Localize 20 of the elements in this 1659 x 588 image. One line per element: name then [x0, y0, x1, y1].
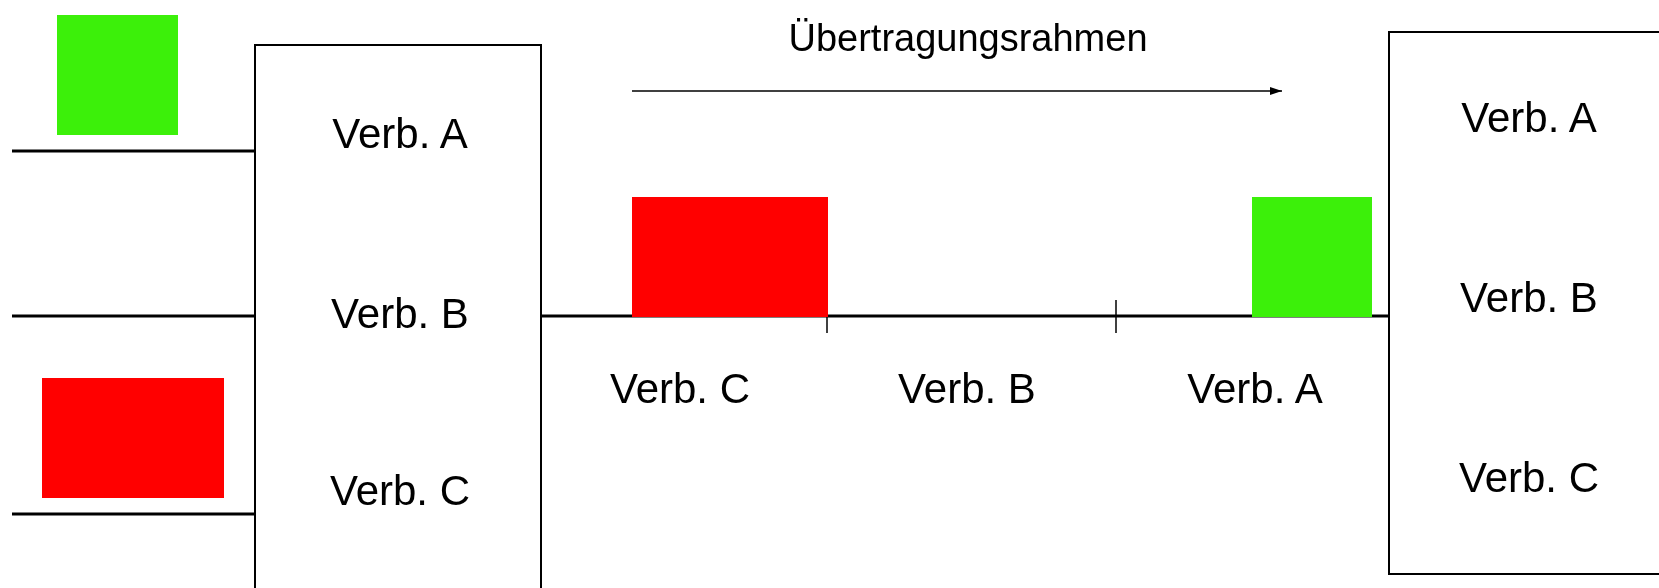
- data-block: [42, 378, 224, 498]
- connection-line: [12, 512, 254, 516]
- channel-label: Verb. B: [1460, 277, 1598, 319]
- slot-label: Verb. B: [898, 368, 1036, 410]
- data-block: [57, 15, 178, 135]
- slot-label: Verb. A: [1187, 368, 1323, 410]
- channel-label: Verb. A: [1461, 97, 1597, 139]
- demultiplexer-box: [1388, 31, 1659, 575]
- frame-slot-block: [1252, 197, 1372, 317]
- channel-label: Verb. A: [332, 113, 468, 155]
- channel-label: Verb. C: [1458, 457, 1600, 499]
- channel-label: Verb. B: [331, 293, 469, 335]
- connection-line: [12, 314, 254, 318]
- connection-line: [542, 314, 1388, 318]
- frame-slot-block: [632, 197, 828, 317]
- slot-label: Verb. C: [609, 368, 751, 410]
- channel-label: Verb. C: [329, 470, 471, 512]
- connection-line: [12, 149, 254, 153]
- multiplexer-box: [254, 44, 542, 588]
- frame-label: Übertragungsrahmen: [788, 19, 1148, 57]
